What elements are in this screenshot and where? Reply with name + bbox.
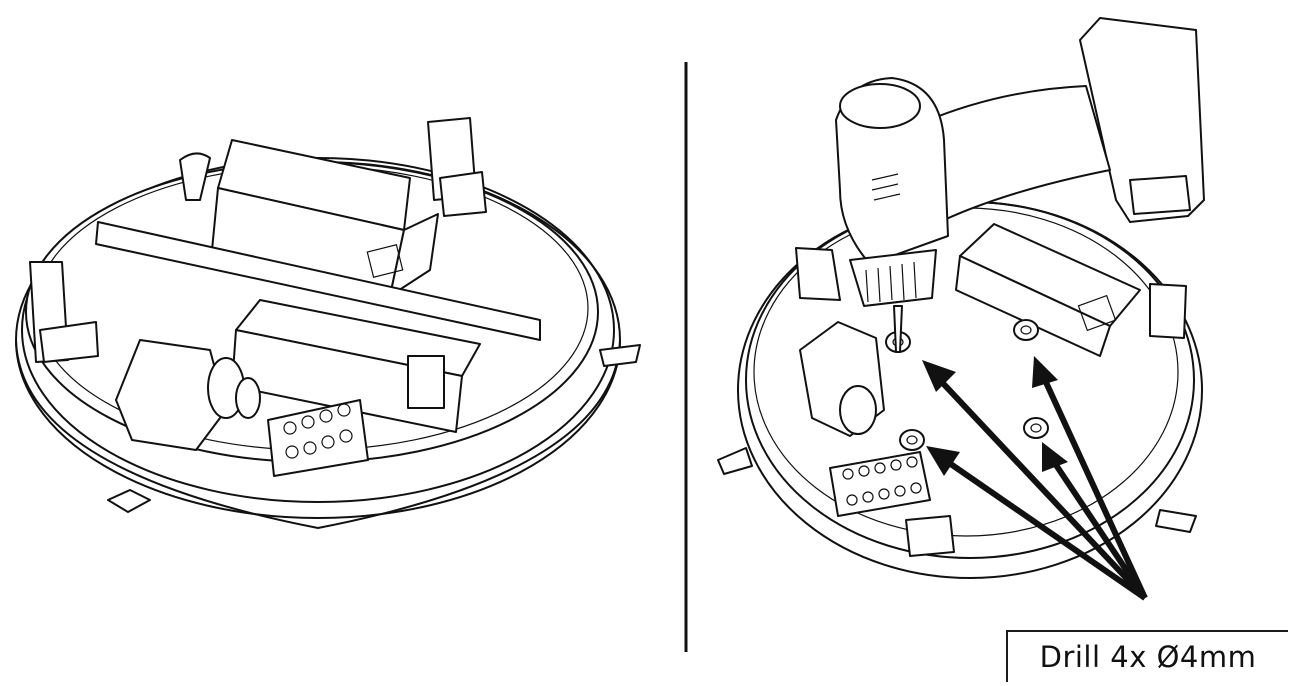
mounting-tab: [717, 447, 753, 475]
left-base-assembly: [15, 117, 641, 530]
side-clip: [1149, 283, 1187, 339]
bottom-clip: [905, 515, 955, 557]
side-clip: [795, 247, 841, 301]
rear-post: [179, 152, 211, 201]
drill-icon: [835, 17, 1205, 353]
mounting-bar: [95, 221, 541, 341]
drill-callout-label: Drill 4x Ø4mm: [1006, 630, 1288, 682]
terminal-block: [267, 399, 369, 477]
mounting-tab: [107, 489, 151, 513]
right-base-assembly: [717, 17, 1205, 601]
mounting-tab: [599, 344, 641, 367]
connector: [407, 355, 445, 409]
terminal-block: [829, 451, 931, 517]
arrow-icon: [922, 356, 1148, 601]
mounting-tab: [1155, 509, 1197, 533]
